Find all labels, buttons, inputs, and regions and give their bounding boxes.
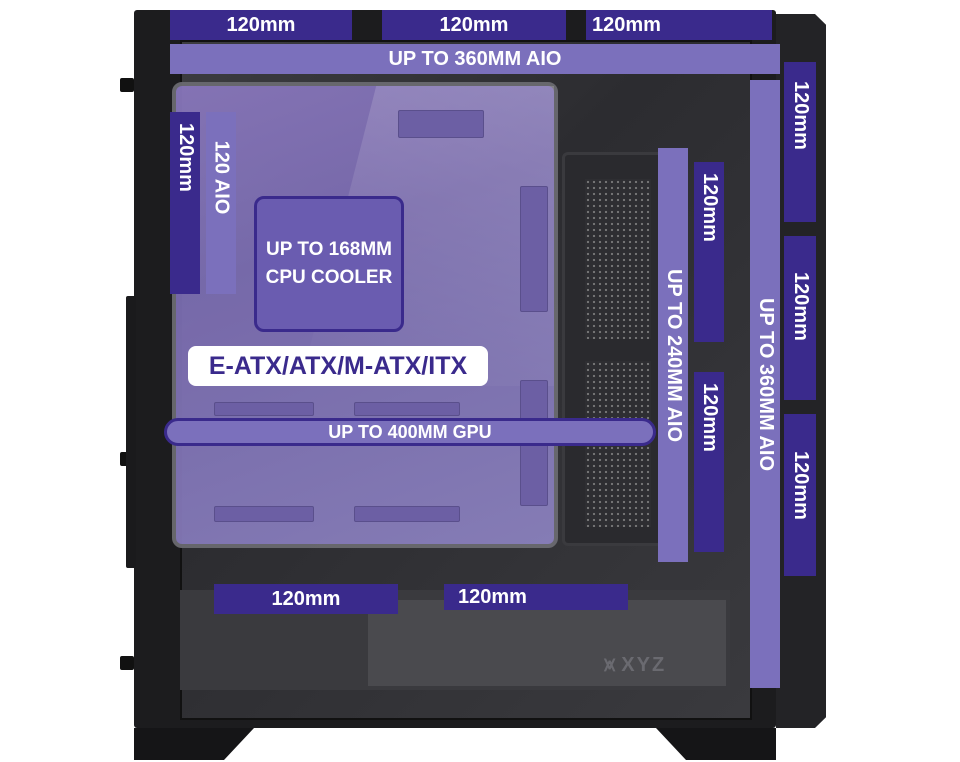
- mid-fan-text: 120mm: [698, 172, 721, 242]
- cpu-cooler-line2: CPU COOLER: [265, 267, 393, 288]
- logo-icon: ⩙: [604, 653, 618, 676]
- mid-fan-label: 120mm: [694, 372, 724, 552]
- side-screw: [120, 656, 134, 670]
- mid-aio-label: UP TO 240MM AIO: [658, 148, 688, 562]
- drive-cage: [562, 152, 668, 546]
- top-fan-label: 120mm: [170, 10, 352, 40]
- cpu-cooler-line1: UP TO 168MM: [265, 239, 392, 260]
- top-aio-label: UP TO 360MM AIO: [170, 44, 780, 74]
- front-aio-text: UP TO 360MM AIO: [754, 297, 777, 471]
- mid-fan-label: 120mm: [694, 162, 724, 342]
- mobo-cutout: [214, 506, 314, 522]
- gpu-length-label: UP TO 400MM GPU: [164, 418, 656, 446]
- front-fan-text: 120mm: [789, 80, 812, 150]
- cpu-cooler-label: UP TO 168MM CPU COOLER: [254, 196, 404, 332]
- psu-cover: [368, 600, 726, 686]
- mobo-cutout: [520, 186, 548, 312]
- mesh-panel: [585, 179, 651, 339]
- mobo-cutout: [214, 402, 314, 416]
- mobo-cutout: [354, 506, 460, 522]
- side-screw: [120, 78, 134, 92]
- rear-fan-label: 120mm: [170, 112, 200, 294]
- front-fan-label: 120mm: [784, 62, 816, 222]
- front-fan-text: 120mm: [789, 271, 812, 341]
- top-fan-label: 120mm: [382, 10, 566, 40]
- rear-io-panel: [126, 296, 136, 568]
- mid-fan-text: 120mm: [698, 382, 721, 452]
- top-fan-label: 120mm: [586, 10, 772, 40]
- mobo-cutout: [398, 110, 484, 138]
- front-fan-label: 120mm: [784, 414, 816, 576]
- mobo-cutout: [354, 402, 460, 416]
- brand-logo: ⩙ XYZ: [604, 654, 716, 676]
- front-fan-text: 120mm: [789, 450, 812, 520]
- front-aio-label: UP TO 360MM AIO: [750, 80, 780, 688]
- bottom-fan-label: 120mm: [214, 584, 398, 614]
- rear-aio-text: 120 AIO: [210, 140, 233, 214]
- case-foot: [134, 728, 254, 760]
- case-foot: [656, 728, 776, 760]
- mid-aio-text: UP TO 240MM AIO: [662, 268, 685, 442]
- bottom-fan-label: 120mm: [444, 584, 628, 610]
- rear-fan-text: 120mm: [174, 122, 197, 192]
- front-fan-label: 120mm: [784, 236, 816, 400]
- logo-text: XYZ: [621, 653, 667, 676]
- rear-aio-label: 120 AIO: [206, 112, 236, 294]
- motherboard-form-factor-label: E-ATX/ATX/M-ATX/ITX: [188, 346, 488, 386]
